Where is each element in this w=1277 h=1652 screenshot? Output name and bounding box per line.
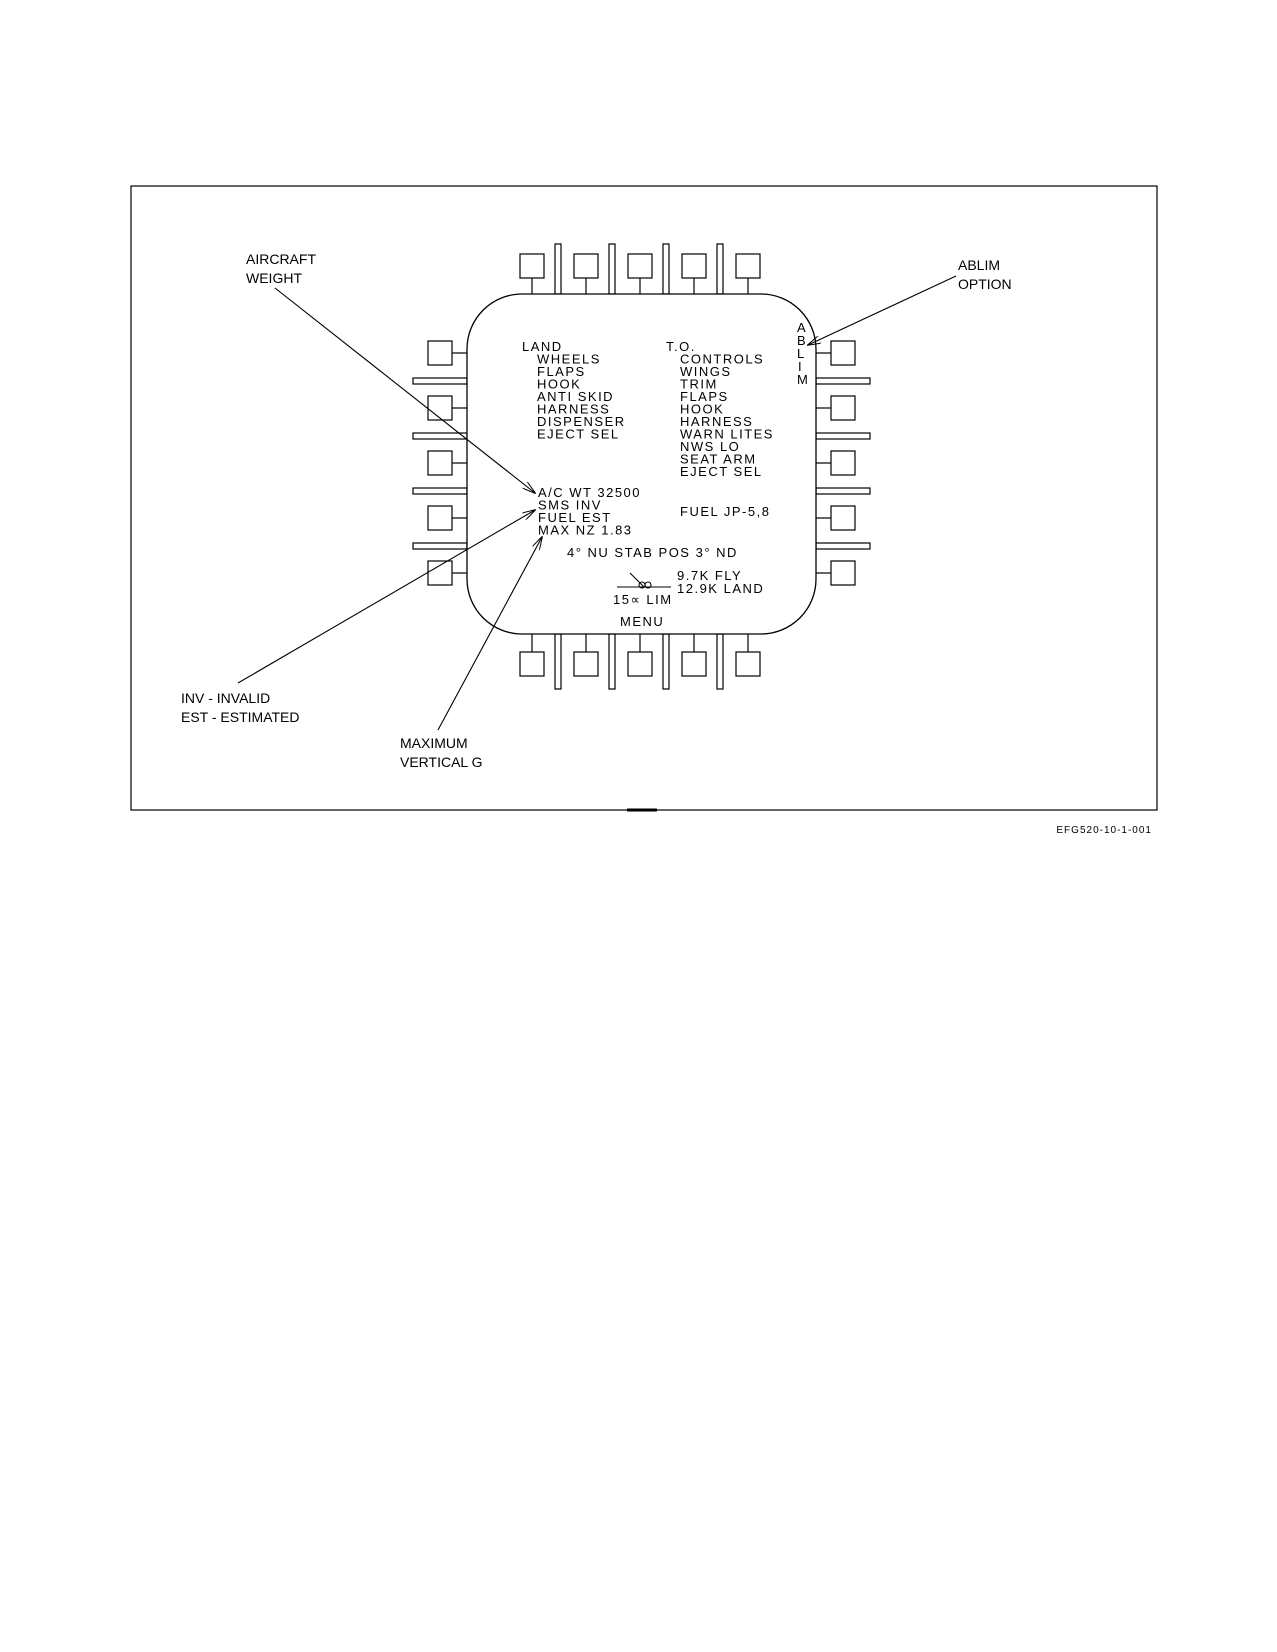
ablim-option-label: A B L I M xyxy=(797,320,809,387)
land-list: WHEELS FLAPS HOOK ANTI SKID HARNESS DISP… xyxy=(537,352,626,442)
sms-status: SMS INV xyxy=(538,498,602,513)
top-separator xyxy=(662,243,670,295)
callout-inv-invalid: INV - INVALID xyxy=(181,690,270,706)
to-title: T.O. xyxy=(666,339,696,354)
top-pushbutton xyxy=(573,253,599,279)
left-separator xyxy=(412,487,468,495)
callout-aircraft-weight-2: WEIGHT xyxy=(246,270,302,286)
top-separator xyxy=(608,243,616,295)
to-item: TRIM xyxy=(680,377,718,392)
wing-symbol-icon xyxy=(617,572,671,589)
to-item: NWS LO xyxy=(680,439,740,454)
to-item: CONTROLS xyxy=(680,352,764,367)
right-pushbutton xyxy=(830,560,856,586)
land-item: WHEELS xyxy=(537,352,601,367)
left-pushbutton xyxy=(427,395,453,421)
bottom-separator xyxy=(608,633,616,690)
right-pushbutton xyxy=(830,505,856,531)
callout-aircraft-weight-1: AIRCRAFT xyxy=(246,251,316,267)
callout-est-estimated: EST - ESTIMATED xyxy=(181,709,300,725)
ablim-letter: I xyxy=(798,359,803,374)
bottom-pushbutton xyxy=(573,651,599,677)
left-separator xyxy=(412,377,468,385)
land-item: DISPENSER xyxy=(537,414,626,429)
right-separator xyxy=(815,377,871,385)
right-separator xyxy=(815,432,871,440)
figure-id: EFG520-10-1-001 xyxy=(1056,825,1152,836)
top-pushbutton xyxy=(681,253,707,279)
arrow-max-vertical-g xyxy=(437,537,542,731)
ablim-letter: A xyxy=(797,320,807,335)
to-item: EJECT SEL xyxy=(680,464,763,479)
right-pushbutton xyxy=(830,450,856,476)
land-title: LAND xyxy=(522,339,563,354)
bottom-pushbutton xyxy=(627,651,653,677)
left-pushbutton xyxy=(427,505,453,531)
land-item: ANTI SKID xyxy=(537,389,614,404)
left-pushbutton xyxy=(427,340,453,366)
to-item: FLAPS xyxy=(680,389,729,404)
right-pushbutton xyxy=(830,340,856,366)
bottom-separator xyxy=(716,633,724,690)
bottom-pushbutton xyxy=(519,651,545,677)
aircraft-weight-readout: A/C WT 32500 xyxy=(538,485,641,500)
callout-max-vertical-g-2: VERTICAL G xyxy=(400,754,482,770)
left-separator xyxy=(412,542,468,550)
ablim-letter: M xyxy=(797,372,809,387)
ddi-screen xyxy=(466,293,817,635)
land-item: FLAPS xyxy=(537,364,586,379)
menu-label: MENU xyxy=(620,614,664,629)
land-weight: 12.9K LAND xyxy=(677,581,764,596)
bottom-pushbutton xyxy=(681,651,707,677)
right-separator xyxy=(815,487,871,495)
top-pushbutton xyxy=(735,253,761,279)
left-separator xyxy=(412,432,468,440)
arrow-aircraft-weight xyxy=(274,287,535,493)
top-pushbutton xyxy=(627,253,653,279)
leader-arrows xyxy=(237,275,957,731)
stab-position: 4° NU STAB POS 3° ND xyxy=(567,545,738,560)
to-item: HOOK xyxy=(680,402,724,417)
fuel-estimate: FUEL EST xyxy=(538,510,612,525)
bottom-pushbutton xyxy=(735,651,761,677)
arrow-ablim-option xyxy=(808,275,957,345)
right-separator xyxy=(815,542,871,550)
alpha-limit: 15∝ LIM xyxy=(613,592,673,607)
top-pushbutton xyxy=(519,253,545,279)
arrow-inv-est xyxy=(237,510,535,684)
bottom-separator xyxy=(662,633,670,690)
right-pushbutton xyxy=(830,395,856,421)
left-pushbutton xyxy=(427,560,453,586)
left-pushbutton xyxy=(427,450,453,476)
to-item: WARN LITES xyxy=(680,427,774,442)
land-item: HARNESS xyxy=(537,402,610,417)
land-item: EJECT SEL xyxy=(537,427,620,442)
top-separator xyxy=(554,243,562,295)
ablim-letter: B xyxy=(797,333,807,348)
top-separator xyxy=(716,243,724,295)
fly-weight: 9.7K FLY xyxy=(677,568,742,583)
to-item: SEAT ARM xyxy=(680,452,757,467)
to-item: WINGS xyxy=(680,364,732,379)
to-list: CONTROLS WINGS TRIM FLAPS HOOK HARNESS W… xyxy=(680,352,774,480)
callout-ablim-option-2: OPTION xyxy=(958,276,1012,292)
fuel-type: FUEL JP-5,8 xyxy=(680,504,770,519)
bottom-separator xyxy=(554,633,562,690)
to-item: HARNESS xyxy=(680,414,753,429)
max-nz-readout: MAX NZ 1.83 xyxy=(538,523,633,538)
callout-max-vertical-g-1: MAXIMUM xyxy=(400,735,468,751)
callout-ablim-option-1: ABLIM xyxy=(958,257,1000,273)
ablim-letter: L xyxy=(797,346,806,361)
land-item: HOOK xyxy=(537,377,581,392)
